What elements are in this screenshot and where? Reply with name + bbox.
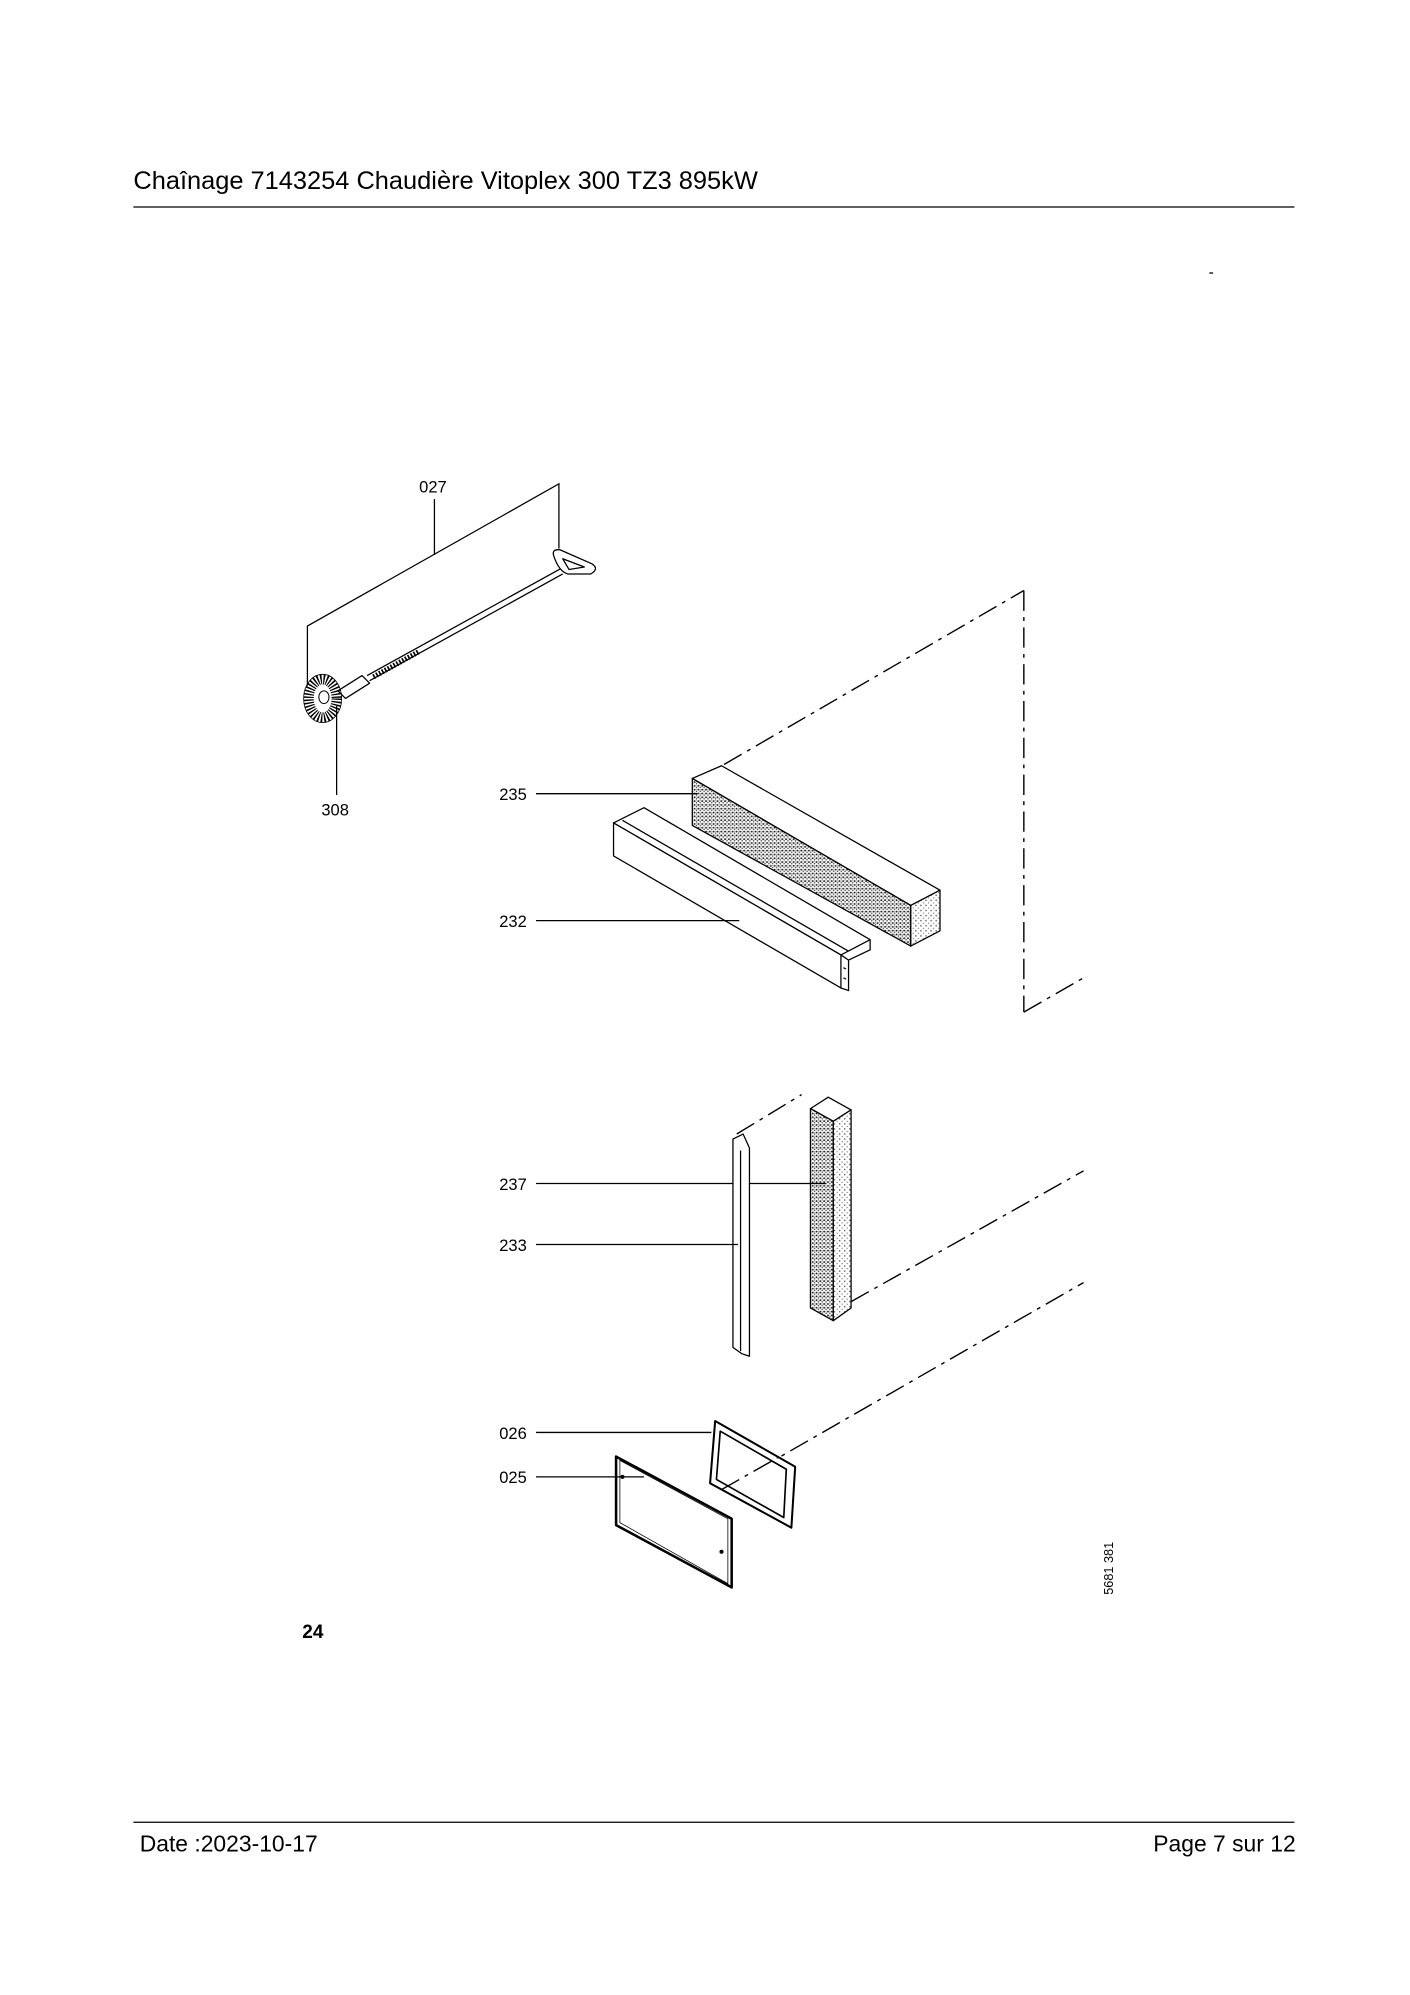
assembly-line [850,1170,1084,1303]
brush-rod [369,573,564,682]
gasket-axis [721,1457,778,1491]
brush-rod [366,568,561,677]
block-end-face [910,889,941,947]
block-side-face [832,1109,852,1322]
footer-page-number: Page 7 sur 12 [1153,1831,1295,1857]
part-label-233: 233 [499,1237,527,1255]
part-label-308: 308 [321,801,349,819]
drawing-code: 5681 381 [1102,1542,1116,1595]
channel-cover-232: 232 [499,807,871,992]
brush-connector [337,674,371,700]
cleaning-brush-assembly: 027 308 [303,479,597,819]
insulation-block-235: 235 [499,765,941,947]
part-label-235: 235 [499,786,527,804]
brush-handle [552,549,597,575]
part-label-026: 026 [499,1425,527,1443]
bracket-027 [306,482,560,686]
brush-bristles [303,674,342,723]
assembly-line [758,1281,1084,1470]
part-label-237: 237 [499,1176,527,1194]
gasket-026: 026 [499,1419,797,1529]
footer-date: Date :2023-10-17 [140,1831,318,1857]
part-label-232: 232 [499,913,527,931]
plate-edge [619,1459,729,1585]
gasket-inner [715,1430,788,1519]
assembly-line [736,1094,802,1135]
assembly-lines [723,589,1084,1470]
assembly-line [723,589,1025,766]
plate-body [614,1455,733,1589]
plate-hole [719,1549,724,1554]
gasket-outer [709,1419,797,1529]
brush-handle-hole [562,558,585,571]
channel-end-flange [840,939,871,992]
brush-core [318,690,330,705]
block-front-face [809,1107,834,1322]
page-title: Chaînage 7143254 Chaudière Vitoplex 300 … [133,167,758,195]
channel-fold-line [622,819,849,952]
rod-spring [372,649,421,680]
strip-233: 233 [499,1133,751,1357]
brush-outline [303,673,343,723]
cover-plate-025: 025 [499,1455,733,1589]
part-label-025: 025 [499,1469,527,1487]
assembly-line [1023,977,1084,1013]
part-label-027: 027 [419,479,447,497]
insulation-block-237: 237 [499,1096,852,1322]
figure-number: 24 [302,1622,324,1643]
